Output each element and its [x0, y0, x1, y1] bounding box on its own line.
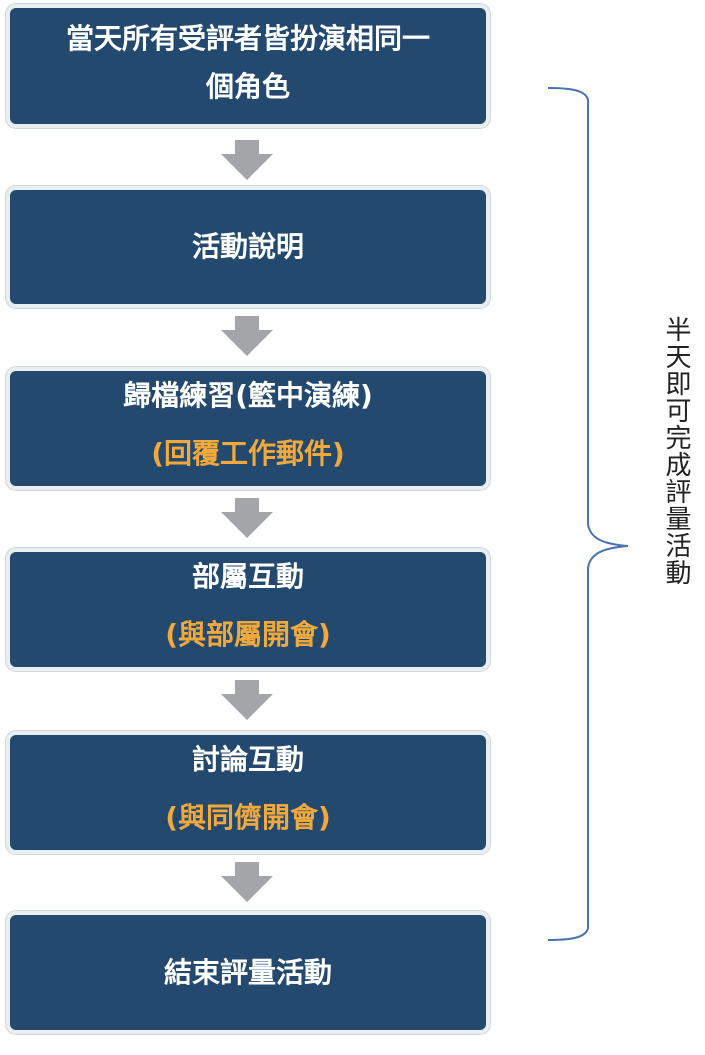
step-subtitle: (與同儕開會) [165, 800, 331, 834]
step-title-line1: 當天所有受評者皆扮演相同一 [65, 22, 430, 56]
down-arrow-icon [221, 862, 273, 902]
down-arrow-icon [221, 140, 273, 180]
step-title: 部屬互動 [191, 560, 304, 593]
step-title: 結束評量活動 [163, 955, 332, 989]
step-box-briefing: 活動說明 [6, 186, 490, 308]
step-subtitle: (回覆工作郵件) [151, 436, 345, 470]
step-box-role: 當天所有受評者皆扮演相同一 個角色 [6, 4, 490, 128]
down-arrow-icon [221, 498, 273, 538]
step-box-peer: 討論互動 (與同儕開會) [6, 731, 490, 854]
step-subtitle: (與部屬開會) [165, 617, 331, 651]
step-title-line2: 個角色 [205, 70, 290, 103]
step-box-end: 結束評量活動 [6, 911, 490, 1034]
step-box-inbasket: 歸檔練習(籃中演練) (回覆工作郵件) [6, 367, 490, 490]
step-title: 歸檔練習(籃中演練) [123, 379, 373, 412]
right-brace [547, 87, 629, 941]
down-arrow-icon [221, 316, 273, 356]
down-arrow-icon [221, 680, 273, 720]
step-title: 活動說明 [191, 230, 304, 264]
duration-label: 半天即可完成評量活動 [661, 316, 691, 586]
step-title: 討論互動 [191, 743, 304, 776]
step-box-subordinate: 部屬互動 (與部屬開會) [6, 548, 490, 671]
